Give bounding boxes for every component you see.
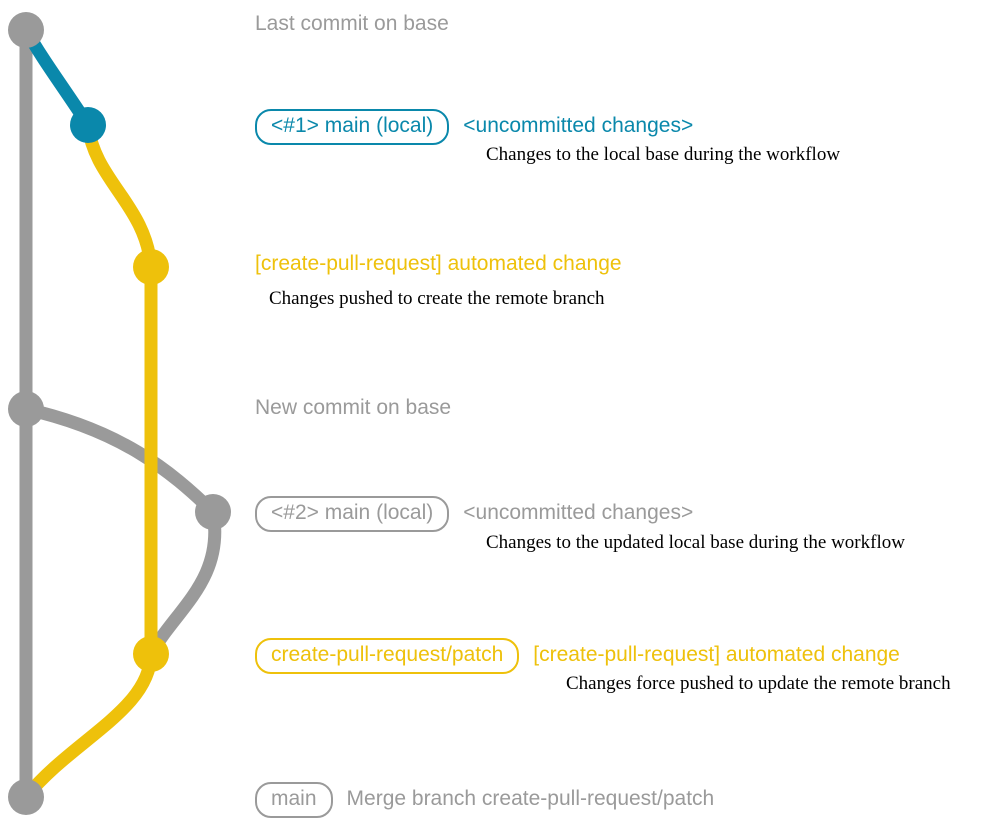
commit-note: Changes to the updated local base during…: [486, 532, 905, 553]
commit-subject: [create-pull-request] automated change: [533, 643, 900, 666]
row-automated-change-1: [create-pull-request] automated change: [255, 252, 622, 275]
commit-note: Changes to the local base during the wor…: [486, 144, 841, 165]
commit-subject: New commit on base: [255, 396, 452, 419]
ref-badge[interactable]: <#2> main (local): [255, 496, 450, 533]
commit-subject: Merge branch create-pull-request/patch: [346, 787, 715, 810]
row-merge-commit: main Merge branch create-pull-request/pat…: [255, 782, 715, 819]
commit-subject: Last commit on base: [255, 12, 449, 35]
row-main-local-2: <#2> main (local) <uncommitted changes>: [255, 496, 694, 533]
commit-note: Changes pushed to create the remote bran…: [269, 288, 605, 309]
row-new-commit-on-base: New commit on base: [255, 396, 452, 419]
commit-subject: <uncommitted changes>: [463, 501, 694, 524]
ref-badge[interactable]: <#1> main (local): [255, 109, 450, 146]
commit-subject: <uncommitted changes>: [463, 114, 694, 137]
ref-badge[interactable]: main: [255, 782, 333, 819]
row-main-local-1: <#1> main (local) <uncommitted changes>: [255, 109, 694, 146]
commit-note: Changes force pushed to update the remot…: [566, 673, 951, 694]
ref-badge[interactable]: create-pull-request/patch: [255, 638, 520, 675]
row-last-commit-on-base: Last commit on base: [255, 12, 449, 35]
commit-subject: [create-pull-request] automated change: [255, 252, 622, 275]
row-automated-change-2: create-pull-request/patch [create-pull-re…: [255, 638, 900, 675]
